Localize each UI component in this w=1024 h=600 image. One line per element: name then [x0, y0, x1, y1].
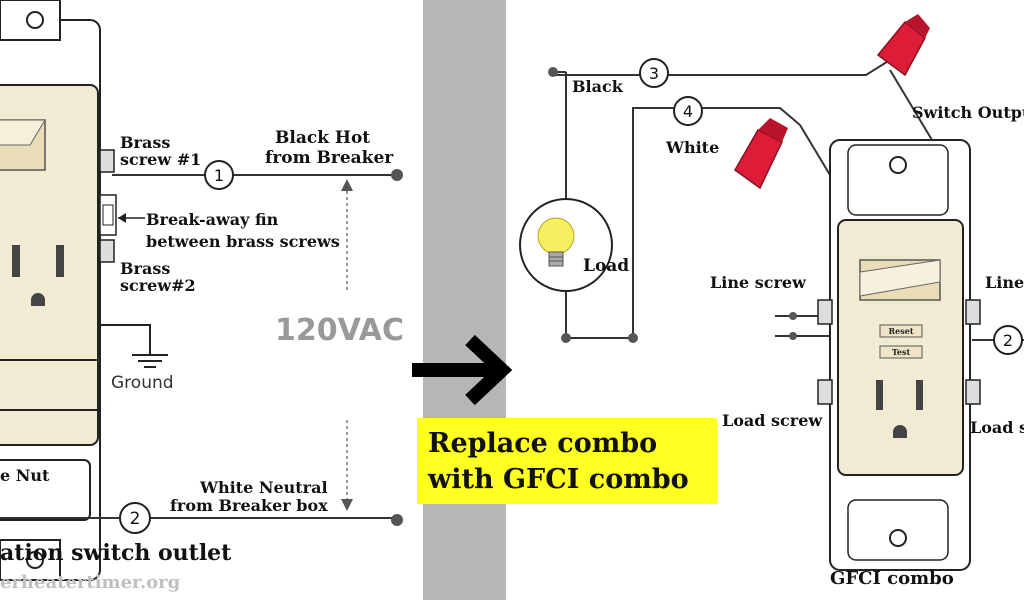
white-neutral-label-line1: White Neutral [199, 478, 328, 497]
gfci-caption: GFCI combo [830, 568, 954, 589]
gfci-device [817, 139, 981, 571]
left-caption-fragment: ation switch outlet [0, 540, 232, 566]
banner-line-1: Replace combo [428, 428, 657, 459]
ground-label: Ground [111, 373, 174, 393]
black-wire-label: Black [572, 77, 624, 96]
white-wire-label: White [665, 138, 719, 157]
brass-screw-1-label-line1: Brass [120, 133, 170, 152]
wire-marker-4 [673, 96, 703, 126]
line-screw-left-label: Line screw [710, 273, 807, 292]
wire-marker-3 [639, 58, 669, 88]
left-outlet-device [0, 0, 117, 581]
wire-nut-middle [734, 118, 788, 190]
replace-banner: Replace combo with GFCI combo [417, 418, 717, 504]
voltage-label: 120VAC [275, 313, 404, 348]
switch-output-label: Switch Outpu [912, 103, 1024, 122]
brass-screw-1-label-line2: screw #1 [120, 150, 201, 169]
brass-screw-2-label-line1: Brass [120, 259, 170, 278]
break-away-pointer [118, 213, 145, 223]
watermark-text: erheatertimer.org [0, 572, 181, 593]
wire-nut-top [876, 14, 930, 77]
black-hot-label-line1: Black Hot [275, 128, 370, 148]
brass-screw-2-label-line2: screw#2 [120, 276, 196, 295]
wire-marker-2 [119, 502, 151, 534]
load-right-label: Load s [970, 418, 1024, 437]
black-hot-wire [112, 160, 403, 190]
white-neutral-label-line2: from Breaker box [170, 496, 328, 515]
wire-marker-2-right-label: 2 [1003, 331, 1013, 350]
break-away-label-line1: Break-away fin [146, 210, 279, 229]
wire-marker-3-label: 3 [649, 64, 659, 83]
white-neutral-wire [0, 502, 403, 534]
wire-marker-4-label: 4 [683, 102, 693, 121]
line-right-label: Line [985, 273, 1024, 292]
test-button-label: Test [892, 347, 911, 357]
ground-wire [100, 324, 168, 368]
panel-divider [423, 0, 506, 600]
wire-marker-1-label: 1 [214, 166, 224, 185]
wire-marker-2-label: 2 [130, 509, 141, 529]
banner-line-2: with GFCI combo [427, 464, 689, 495]
wire-nut-label-fragment: e Nut [0, 466, 50, 485]
load-label: Load [583, 256, 629, 276]
light-bulb [519, 198, 613, 292]
black-hot-label-line2: from Breaker [265, 148, 394, 168]
wire-marker-1 [204, 160, 234, 190]
load-screw-left-label: Load screw [722, 411, 823, 430]
break-away-label-line2: between brass screws [146, 232, 340, 251]
reset-button-label: Reset [888, 326, 913, 336]
replace-arrow [412, 334, 513, 406]
wire-marker-2-right [993, 325, 1023, 355]
